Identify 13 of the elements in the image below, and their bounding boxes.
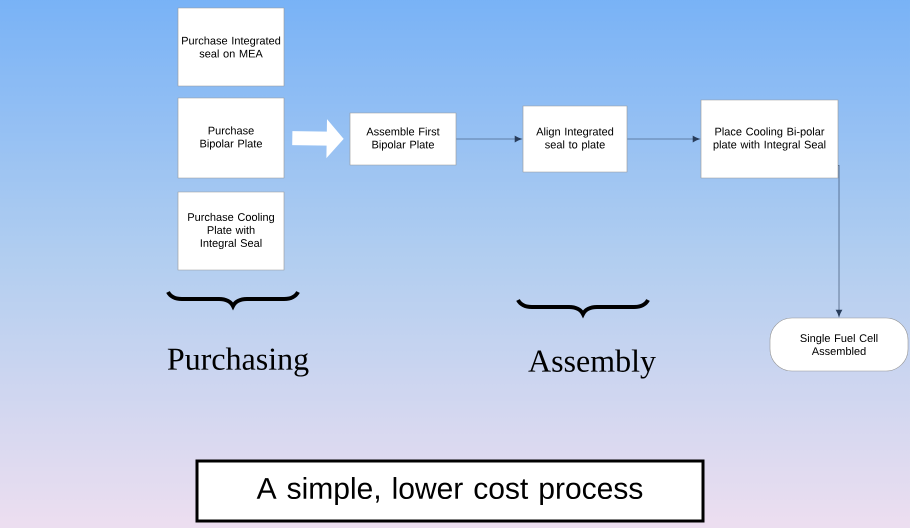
arrow	[627, 136, 700, 142]
process-box: Purchase Cooling Plate with Integral Seal	[178, 192, 284, 270]
process-box: Purchase Integrated seal on MEA	[178, 8, 284, 86]
caption-box: A simple, lower cost process	[196, 460, 704, 522]
terminal-box: Single Fuel Cell Assembled	[770, 318, 908, 372]
arrow	[836, 165, 842, 317]
group-label: Purchasing	[168, 347, 308, 377]
arrow	[456, 136, 522, 142]
group-label: Assembly	[528, 349, 656, 379]
process-box: Place Cooling Bi-polar plate with Integral Seal	[700, 100, 838, 178]
process-box: Assemble First Bipolar Plate	[350, 112, 456, 166]
process-box: Purchase Bipolar Plate	[178, 98, 284, 178]
process-box: Align Integrated seal to plate	[522, 106, 628, 172]
